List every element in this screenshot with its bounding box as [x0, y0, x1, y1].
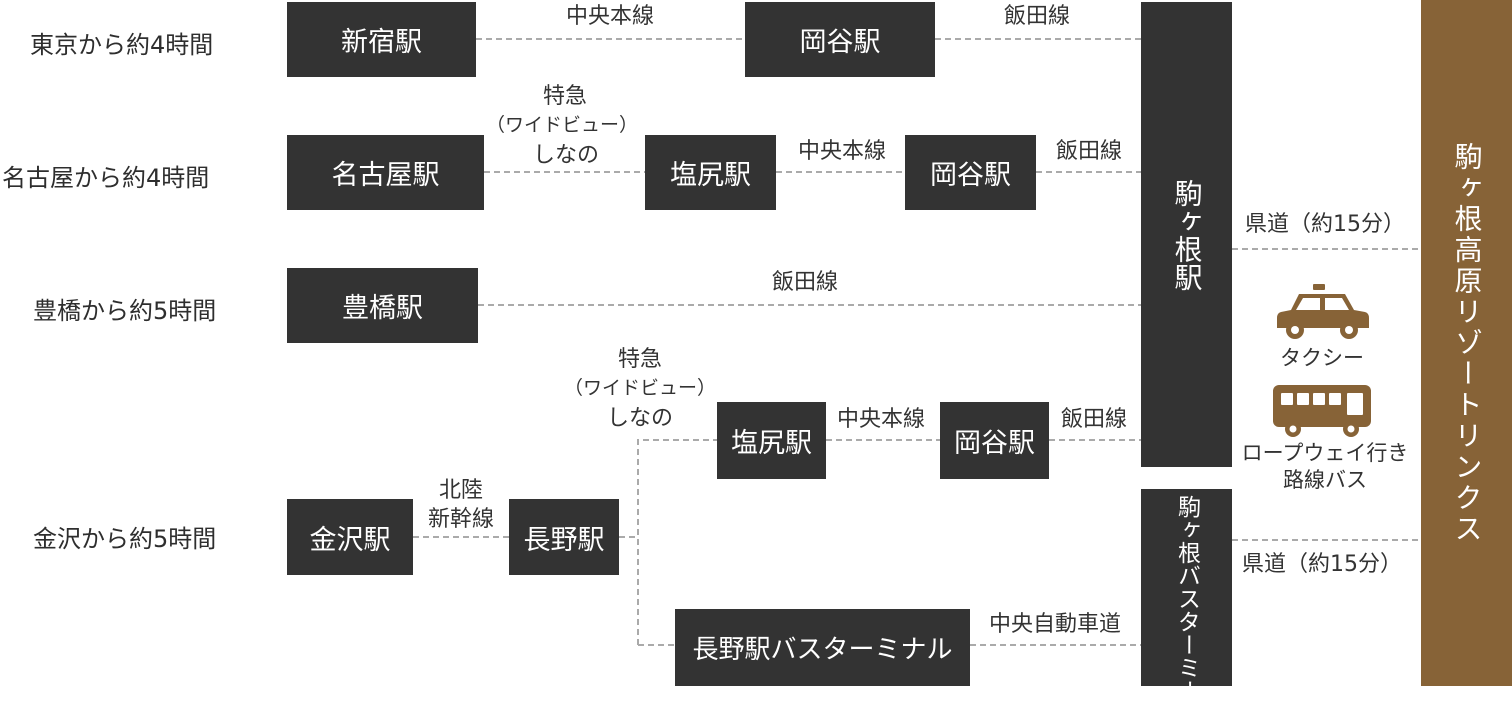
route-lines	[413, 38, 1421, 646]
origin-kanazawa: 金沢から約5時間	[33, 525, 217, 553]
station-okaya-3: 岡谷駅	[940, 402, 1049, 479]
route-hokuriku-a: 北陸	[438, 478, 484, 503]
station-kanazawa: 金沢駅	[287, 499, 413, 575]
route-express-2-a: 特急	[617, 347, 663, 372]
station-nagano: 長野駅	[509, 499, 619, 575]
route-iida-3: 飯田線	[771, 270, 839, 295]
station-nagoya: 名古屋駅	[287, 135, 484, 210]
station-shiojiri-2: 塩尻駅	[717, 402, 826, 479]
route-iida-1: 飯田線	[1003, 4, 1071, 29]
station-nagano-bus-terminal: 長野駅バスターミナル	[675, 609, 970, 686]
taxi-caption: タクシー	[1280, 346, 1364, 370]
route-express-2-c: しなの	[606, 406, 674, 431]
route-express-1-c: しなの	[532, 143, 600, 168]
route-expressway: 中央自動車道	[988, 612, 1122, 637]
route-chuo-3: 中央本線	[836, 407, 926, 432]
route-express-1-b: （ワイドビュー）	[485, 114, 639, 136]
route-chuo-1: 中央本線	[565, 4, 655, 29]
bus-icon	[1273, 385, 1371, 437]
route-pref-road-2: 県道（約15分）	[1242, 552, 1402, 577]
taxi-icon	[1277, 284, 1369, 339]
route-express-2-b: （ワイドビュー）	[563, 377, 717, 399]
station-shinjuku: 新宿駅	[287, 2, 476, 77]
destination-resort: 駒ヶ根高原リゾートリンクス	[1421, 0, 1512, 686]
station-okaya-1: 岡谷駅	[745, 2, 935, 77]
bus-caption-a: ロープウェイ行き	[1241, 441, 1409, 465]
station-toyohashi: 豊橋駅	[287, 268, 478, 343]
origin-nagoya: 名古屋から約4時間	[2, 164, 210, 192]
bus-caption-b: 路線バス	[1283, 468, 1367, 492]
route-pref-road-1: 県道（約15分）	[1245, 212, 1405, 237]
station-komagane-label: 駒ヶ根駅	[1170, 178, 1204, 291]
route-express-1-a: 特急	[542, 84, 588, 109]
station-komagane-bus-terminal-label: 駒ヶ根バスターミナル	[1173, 495, 1200, 725]
station-komagane-bus-terminal: 駒ヶ根バスターミナル	[1141, 489, 1232, 725]
route-iida-2: 飯田線	[1055, 139, 1123, 164]
destination-label: 駒ヶ根高原リゾートリンクス	[1450, 141, 1484, 545]
origin-toyohashi: 豊橋から約5時間	[33, 297, 217, 325]
route-chuo-2: 中央本線	[797, 139, 887, 164]
station-shiojiri-1: 塩尻駅	[645, 135, 776, 210]
route-hokuriku-b: 新幹線	[427, 507, 495, 532]
station-okaya-2: 岡谷駅	[905, 135, 1036, 210]
route-iida-4: 飯田線	[1060, 407, 1128, 432]
station-komagane: 駒ヶ根駅	[1141, 2, 1232, 467]
origin-tokyo: 東京から約4時間	[30, 31, 214, 59]
